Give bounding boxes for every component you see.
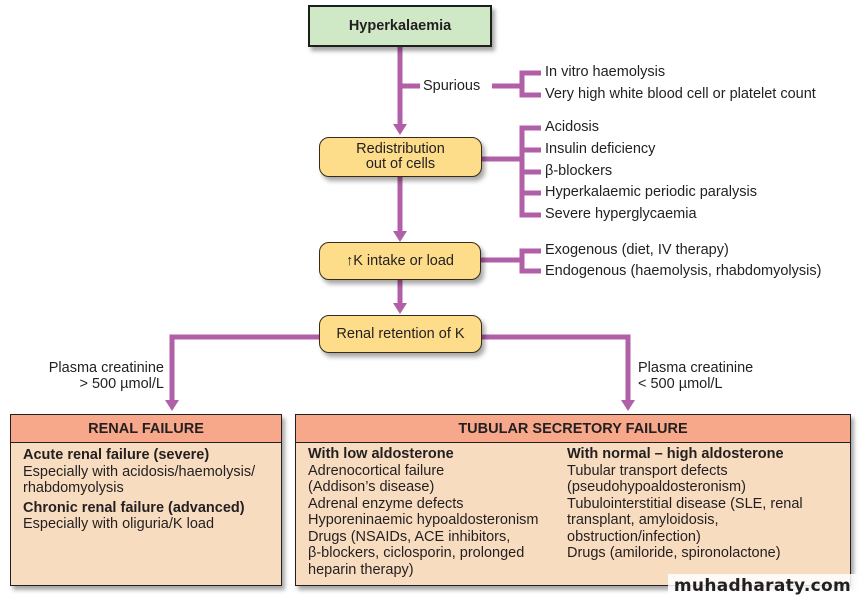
acute-renal-failure-heading: Acute renal failure (severe)	[23, 447, 210, 463]
low-aldosterone-line: Drugs (NSAIDs, ACE inhibitors,	[308, 528, 511, 545]
label-creatinine-high: Plasma creatinine > 500 µmol/L	[42, 360, 164, 392]
arrowhead-intake	[393, 231, 407, 242]
arrowhead-redistribution	[393, 124, 407, 135]
low-aldosterone-heading: With low aldosterone	[308, 446, 454, 462]
normal-high-aldosterone-heading: With normal – high aldosterone	[567, 446, 784, 462]
label-creatinine-high-line1: Plasma creatinine	[48, 360, 164, 376]
normal-high-aldosterone-line: Drugs (amiloride, spironolactone)	[567, 545, 781, 561]
bracket-spurious	[519, 70, 541, 98]
node-redistribution-line1: Redistribution	[356, 141, 445, 157]
intake-item: Exogenous (diet, IV therapy)	[545, 242, 729, 258]
label-spurious: Spurious	[423, 78, 481, 94]
low-aldosterone-line: Hyporeninaemic hypoaldosteronism	[308, 512, 539, 528]
panel-tubular-secretory-failure: TUBULAR SECRETORY FAILURE With low aldos…	[295, 414, 851, 586]
arrowhead-renal-failure	[165, 400, 179, 411]
redistribution-item: Hyperkalaemic periodic paralysis	[545, 184, 757, 200]
node-hyperkalaemia: Hyperkalaemia	[308, 5, 492, 47]
column-low-aldosterone: With low aldosterone Adrenocortical fail…	[308, 446, 539, 578]
node-hyperkalaemia-label: Hyperkalaemia	[348, 17, 452, 34]
redistribution-item: β-blockers	[545, 163, 613, 179]
label-creatinine-low-line2: < 500 µmol/L	[638, 376, 723, 392]
acute-renal-failure-text: rhabdomyolysis	[23, 480, 124, 496]
node-k-intake-label: ↑K intake or load	[345, 252, 454, 269]
connector-to-tubular-failure	[482, 334, 631, 402]
label-creatinine-low-line1: Plasma creatinine	[638, 360, 754, 376]
panel-renal-failure: RENAL FAILURE Acute renal failure (sever…	[10, 414, 282, 586]
spurious-item: In vitro haemolysis	[545, 64, 666, 80]
low-aldosterone-line: β-blockers, ciclosporin, prolonged	[308, 545, 525, 561]
normal-high-aldosterone-line: Tubulointerstitial disease (SLE, renal	[567, 495, 803, 512]
node-k-intake: ↑K intake or load	[319, 242, 481, 280]
label-creatinine-high-line2: > 500 µmol/L	[79, 376, 164, 392]
column-normal-high-aldosterone: With normal – high aldosterone Tubular t…	[567, 446, 803, 562]
bracket-intake	[519, 248, 541, 274]
node-redistribution-line2: out of cells	[365, 156, 436, 172]
normal-high-aldosterone-line: obstruction/infection)	[567, 528, 701, 545]
intake-item: Endogenous (haemolysis, rhabdomyolysis)	[545, 263, 822, 279]
redistribution-item: Insulin deficiency	[545, 141, 656, 157]
panel-renal-failure-title: RENAL FAILURE	[11, 415, 281, 443]
normal-high-aldosterone-line: Tubular transport defects	[567, 462, 728, 479]
low-aldosterone-line: Adrenocortical failure	[308, 462, 445, 479]
connector-to-renal-failure	[169, 334, 320, 402]
redistribution-item: Severe hyperglycaemia	[545, 206, 697, 222]
arrowhead-renal-retention	[393, 303, 407, 314]
low-aldosterone-line: (Addison’s disease)	[308, 479, 435, 495]
chronic-renal-failure-heading: Chronic renal failure (advanced)	[23, 499, 245, 516]
node-renal-retention: Renal retention of K	[319, 315, 482, 353]
chronic-renal-failure-text: Especially with oliguria/K load	[23, 516, 215, 532]
node-renal-retention-label: Renal retention of K	[336, 325, 465, 342]
panel-tubular-failure-title: TUBULAR SECRETORY FAILURE	[296, 415, 850, 443]
watermark: muhadharaty.com	[667, 574, 857, 598]
label-creatinine-low: Plasma creatinine < 500 µmol/L	[638, 360, 753, 392]
arrowhead-tubular-failure	[621, 400, 635, 411]
acute-renal-failure-text: Especially with acidosis/haemolysis/	[23, 463, 256, 480]
node-redistribution: Redistribution out of cells	[319, 137, 482, 177]
low-aldosterone-line: heparin therapy)	[308, 561, 414, 578]
redistribution-item: Acidosis	[545, 119, 599, 135]
normal-high-aldosterone-line: transplant, amyloidosis,	[567, 512, 719, 528]
low-aldosterone-line: Adrenal enzyme defects	[308, 495, 464, 512]
spurious-item: Very high white blood cell or platelet c…	[545, 86, 816, 102]
normal-high-aldosterone-line: (pseudohypoaldosteronism)	[567, 479, 746, 495]
